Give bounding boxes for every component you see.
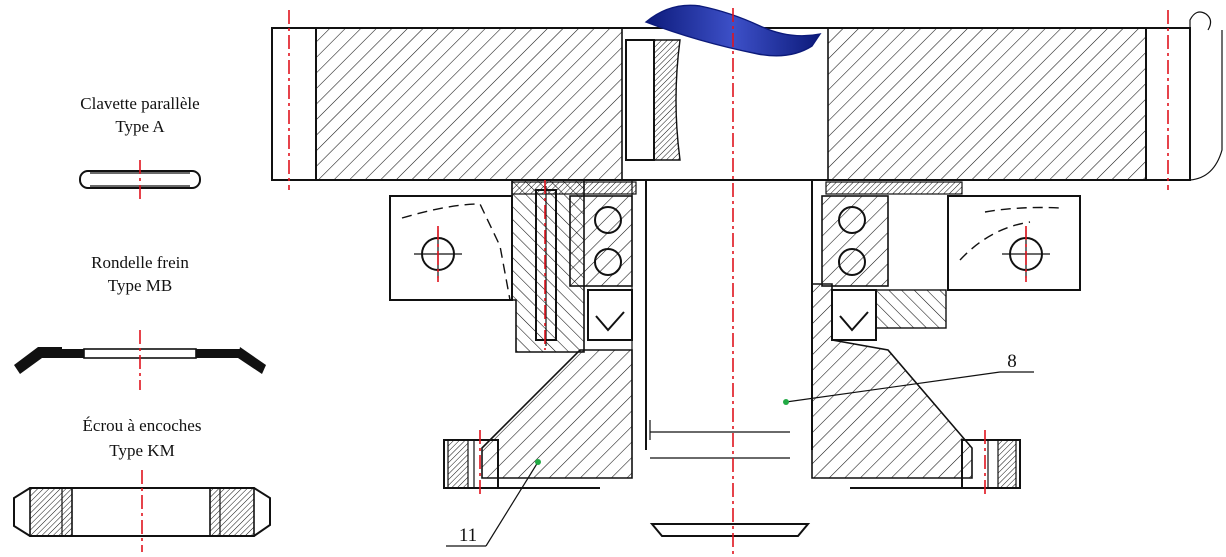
axes — [288, 8, 1169, 556]
legend-ecrou: Écrou à encoches Type KM — [13, 416, 271, 552]
callout-8: 8 — [783, 351, 1034, 405]
legend-clavette: Clavette parallèle Type A — [79, 94, 201, 200]
left-hub — [443, 349, 633, 489]
shaft — [631, 180, 813, 537]
legend-rondelle: Rondelle frein Type MB — [14, 253, 266, 390]
right-hub — [811, 283, 1021, 489]
shaft-cut-section — [644, 4, 822, 57]
callout-11: 11 — [446, 459, 541, 547]
right-housing — [821, 181, 1081, 341]
ecrou-type: Type KM — [109, 441, 174, 460]
callout-8-label: 8 — [1007, 351, 1017, 372]
clavette-type: Type A — [115, 117, 165, 136]
main-assembly: 8 11 — [271, 4, 1223, 556]
callout-11-label: 11 — [459, 525, 477, 546]
clavette-symbol — [79, 160, 201, 200]
clavette-title: Clavette parallèle — [80, 94, 199, 113]
rondelle-symbol — [14, 330, 266, 390]
ecrou-symbol — [13, 470, 271, 552]
rondelle-title: Rondelle frein — [91, 253, 189, 272]
ecrou-title: Écrou à encoches — [83, 416, 202, 435]
left-housing — [389, 179, 637, 353]
rondelle-type: Type MB — [108, 276, 172, 295]
top-plate — [271, 11, 1223, 181]
